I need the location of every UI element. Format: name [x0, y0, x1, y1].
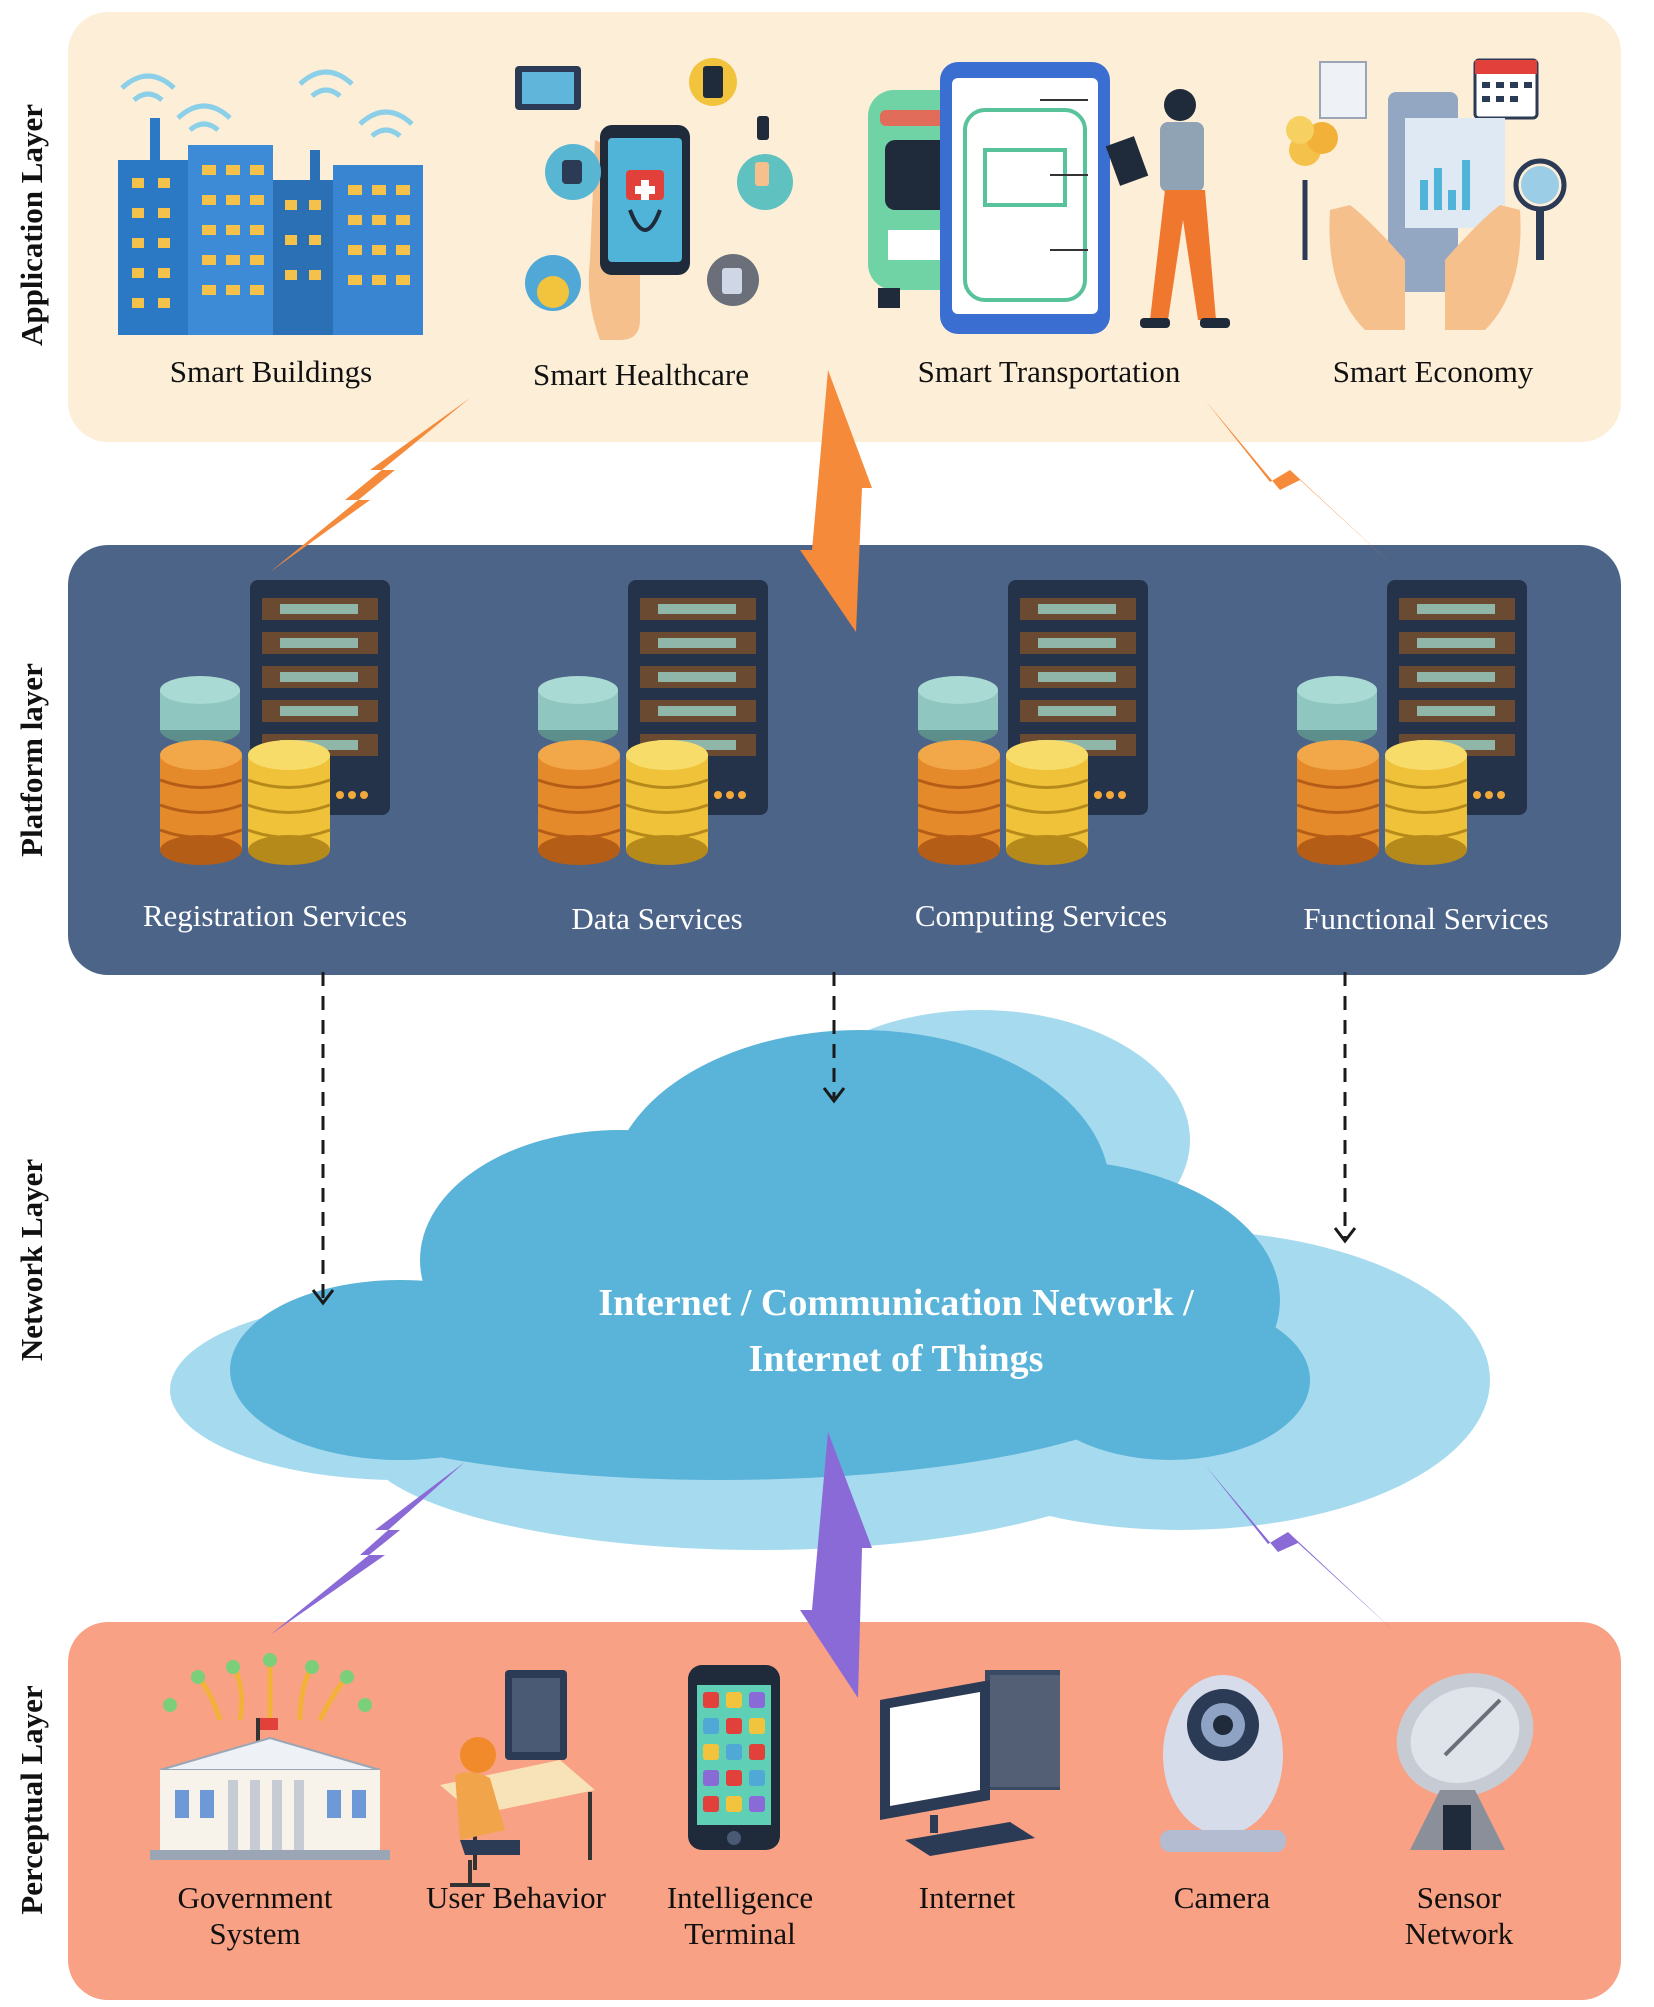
smart-transportation-icon	[868, 62, 1230, 334]
perceptual-item-label-line1: Intelligence	[666, 1880, 814, 1915]
network-cloud	[170, 1010, 1490, 1550]
security-camera-icon	[1160, 1675, 1286, 1852]
perceptual-item-label-line1: Sensor	[1416, 1880, 1502, 1915]
application-item-label: Smart Transportation	[917, 354, 1181, 389]
application-platform-lightning	[270, 370, 1400, 632]
network-cloud-text: Internet / Communication Network / Inter…	[598, 1275, 1193, 1387]
perceptual-item-label: Intelligence Terminal	[667, 1880, 813, 1952]
server-database-icon-registration	[160, 580, 390, 867]
network-cloud-line2: Internet of Things	[748, 1338, 1044, 1380]
perceptual-item-label-line2: System	[209, 1916, 301, 1951]
platform-to-network-arrows	[311, 972, 1357, 1306]
government-building-icon	[150, 1653, 390, 1860]
network-perceptual-lightning	[270, 1432, 1395, 1698]
smartphone-icon	[688, 1665, 780, 1850]
perceptual-item-label: Internet	[919, 1880, 1015, 1916]
application-item-label: Smart Buildings	[169, 354, 373, 389]
perceptual-item-label-line1: User Behavior	[426, 1880, 606, 1915]
server-database-icon-functional	[1297, 580, 1527, 867]
server-database-icon-data	[538, 580, 768, 867]
network-cloud-line1: Internet / Communication Network /	[598, 1282, 1194, 1324]
server-database-icon-computing	[918, 580, 1148, 867]
smart-economy-icon	[1286, 58, 1567, 330]
perceptual-item-label: User Behavior	[426, 1880, 606, 1916]
perceptual-item-label-line2: Network	[1404, 1916, 1514, 1951]
perceptual-item-label-line1: Internet	[918, 1880, 1016, 1915]
platform-item-label: Functional Services	[1303, 901, 1549, 936]
platform-item-label: Registration Services	[142, 898, 408, 933]
user-at-desk-icon	[440, 1670, 595, 1887]
perceptual-item-label-line1: Government	[177, 1880, 333, 1915]
application-item-label: Smart Economy	[1332, 354, 1534, 389]
application-item-label: Smart Healthcare	[532, 357, 750, 392]
perceptual-item-label: Government System	[178, 1880, 333, 1952]
desktop-computer-icon	[880, 1670, 1060, 1856]
satellite-dish-icon	[1396, 1673, 1534, 1850]
perceptual-item-label-line1: Camera	[1173, 1880, 1271, 1915]
perceptual-item-label: Sensor Network	[1405, 1880, 1513, 1952]
platform-item-label: Computing Services	[914, 898, 1168, 933]
platform-item-label: Data Services	[571, 901, 743, 936]
smart-buildings-icon	[118, 69, 423, 335]
perceptual-item-label-line2: Terminal	[684, 1916, 796, 1951]
smart-healthcare-icon	[515, 58, 793, 340]
perceptual-item-label: Camera	[1174, 1880, 1270, 1916]
